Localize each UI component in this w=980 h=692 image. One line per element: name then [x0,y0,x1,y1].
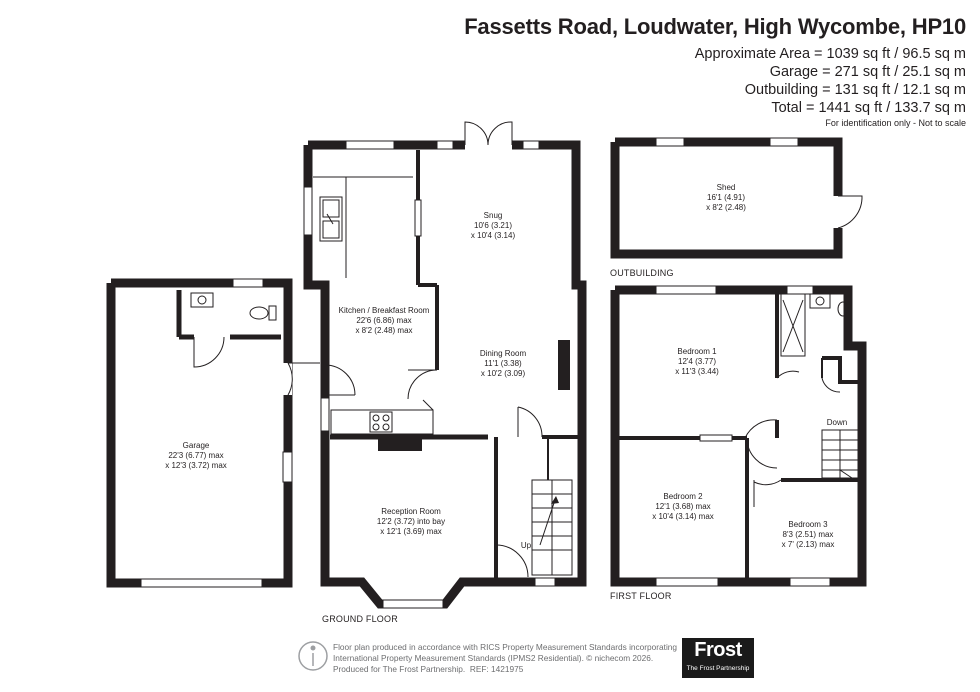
first-floor-label: FIRST FLOOR [610,591,672,601]
reference-number: REF: 1421975 [469,664,524,674]
scale-disclaimer: For identification only - Not to scale [825,118,966,128]
reception-size-length: 12'2 (3.72) into bay [377,517,445,526]
total-area: Total = 1441 sq ft / 133.7 sq m [771,100,966,116]
garage-size-width: x 12'3 (3.72) max [165,461,227,470]
snug-size-length: 10'6 (3.21) [474,221,512,230]
reception-size-width: x 12'1 (3.69) max [380,527,442,536]
footnote-line-1: Floor plan produced in accordance with R… [333,642,678,652]
garage-size-length: 22'3 (6.77) max [168,451,223,460]
snug-size-width: x 10'4 (3.14) [471,231,516,240]
logo-tagline: The Frost Partnership [686,665,750,672]
garage-name: Garage [183,441,210,450]
frost-logo: Frost The Frost Partnership [682,638,754,678]
kitchen-size-length: 22'6 (6.86) max [356,316,411,325]
bedroom3-size-length: 8'3 (2.51) max [783,530,834,539]
ground-floor-label: GROUND FLOOR [322,614,398,624]
shed-size-length: 16'1 (4.91) [707,193,745,202]
bedroom3-name: Bedroom 3 [788,520,828,529]
produced-for: Produced for The Frost Partnership. [333,664,466,674]
ground-floor-walls [303,140,587,609]
reception-name: Reception Room [381,507,441,516]
outbuilding-area: Outbuilding = 131 sq ft / 12.1 sq m [744,82,966,98]
garage-block [106,278,293,588]
outbuilding-label: OUTBUILDING [610,268,674,278]
bedroom2-size-length: 12'1 (3.68) max [655,502,710,511]
bedroom1-name: Bedroom 1 [677,347,717,356]
kitchen-size-width: x 8'2 (2.48) max [355,326,412,335]
bedroom2-name: Bedroom 2 [663,492,703,501]
logo-wordmark: Frost [694,639,742,661]
footnote-line-3: Produced for The Frost Partnership. REF:… [333,664,693,675]
snug-name: Snug [484,211,503,220]
kitchen-name: Kitchen / Breakfast Room [339,306,430,315]
shed-size-width: x 8'2 (2.48) [706,203,746,212]
bedroom2-size-width: x 10'4 (3.14) max [652,512,714,521]
shed-block [610,137,843,259]
bedroom1-size-length: 12'4 (3.77) [678,357,716,366]
footnote-line-2: International Property Measurement Stand… [333,653,654,663]
dining-size-width: x 10'2 (3.09) [481,369,526,378]
rics-footnote: Floor plan produced in accordance with R… [333,642,693,675]
dining-size-length: 11'1 (3.38) [484,359,522,368]
stairs-up-label: Up [521,541,532,550]
bedroom1-size-width: x 11'3 (3.44) [675,367,719,376]
shed-name: Shed [717,183,736,192]
garage-area: Garage = 271 sq ft / 25.1 sq m [769,64,966,80]
property-address: Fassetts Road, Loudwater, High Wycombe, … [464,14,966,39]
first-floor-walls [610,285,867,587]
bedroom3-size-width: x 7' (2.13) max [782,540,835,549]
approximate-area: Approximate Area = 1039 sq ft / 96.5 sq … [694,46,966,62]
dining-name: Dining Room [480,349,527,358]
stairs-down-label: Down [827,418,847,427]
info-icon [298,641,328,671]
